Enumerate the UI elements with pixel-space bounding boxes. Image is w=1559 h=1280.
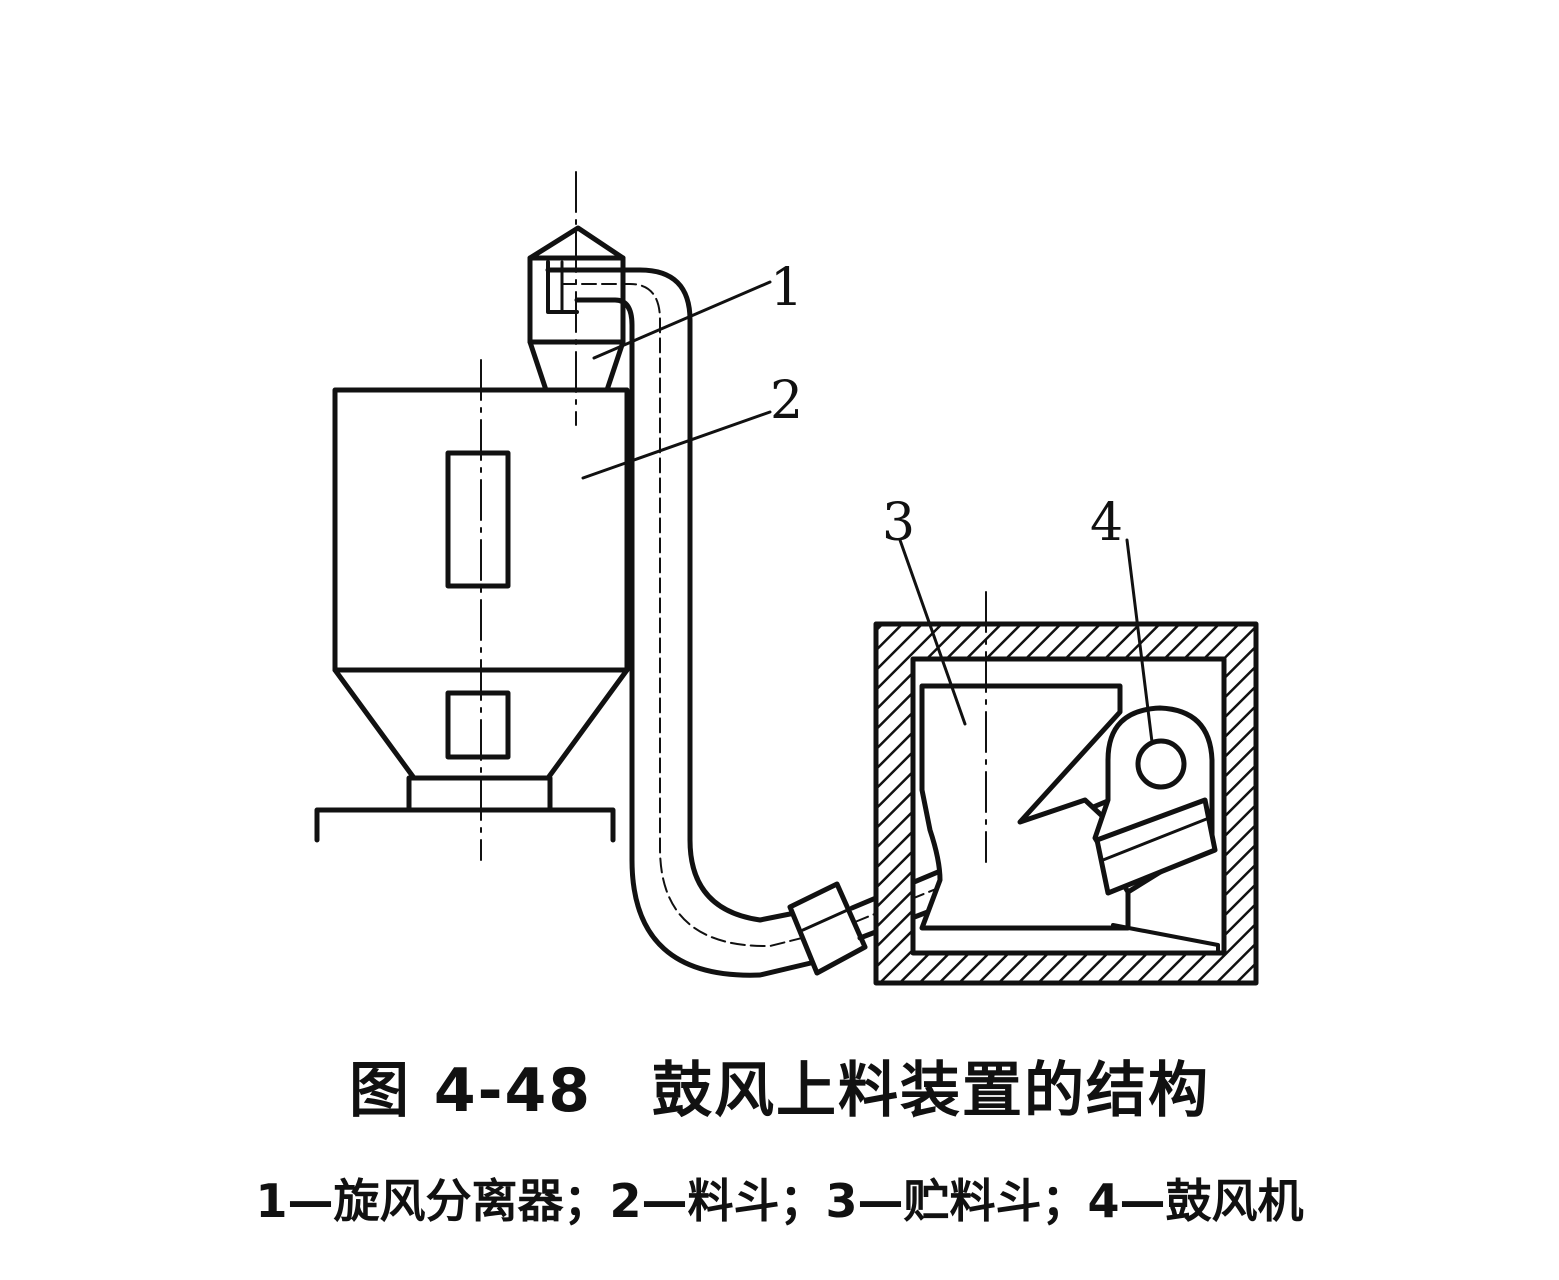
leader-line-1 bbox=[592, 280, 772, 360]
figure-title: 鼓风上料装置的结构 bbox=[652, 1056, 1211, 1126]
leader-line-3 bbox=[898, 538, 967, 726]
callout-label-2: 2 bbox=[770, 371, 803, 431]
callout-label-4: 4 bbox=[1090, 493, 1123, 553]
blower bbox=[1092, 705, 1218, 896]
leader-line-2 bbox=[581, 410, 772, 480]
callout-label-1: 1 bbox=[770, 258, 803, 318]
figure-caption-title: 图 4-48 鼓风上料装置的结构 bbox=[0, 1042, 1559, 1129]
hopper bbox=[314, 359, 630, 861]
figure-legend: 1—旋风分离器；2—料斗；3—贮料斗；4—鼓风机 bbox=[255, 1174, 1304, 1228]
blower-enclosure bbox=[873, 621, 1259, 986]
callout-leader-lines bbox=[581, 280, 1154, 744]
pipe-coupling bbox=[787, 881, 868, 976]
blower-feeding-device-diagram: 1 2 3 4 bbox=[314, 171, 1259, 986]
figure-number: 图 4-48 bbox=[348, 1056, 593, 1126]
storage-hopper bbox=[919, 591, 1220, 955]
hopper-sight-window-upper bbox=[445, 450, 511, 589]
callout-label-3: 3 bbox=[882, 493, 915, 553]
leader-line-4 bbox=[1125, 538, 1154, 744]
blower-impeller-hub bbox=[1135, 738, 1187, 790]
blower-motor-mount bbox=[1094, 797, 1218, 896]
hopper-sight-window-lower bbox=[445, 690, 511, 760]
